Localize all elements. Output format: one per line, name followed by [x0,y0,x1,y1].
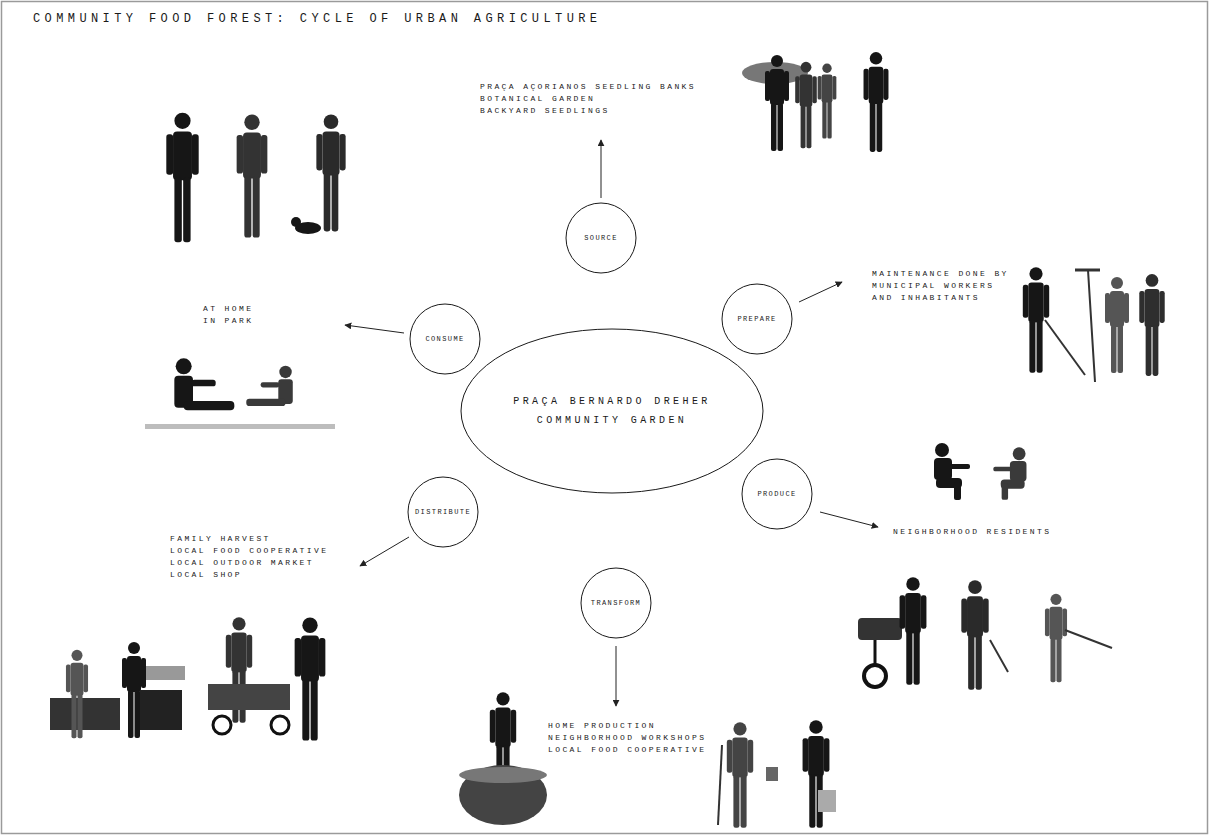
vendor-cart [213,716,231,734]
note-label: FAMILY HARVEST [170,533,271,545]
note-label: NEIGHBORHOOD WORKSHOPS [548,732,706,744]
person-figure [237,115,268,238]
note-label: MAINTENANCE DONE BY MUNICIPAL WORKERS AN… [872,268,1017,304]
stage-label: PREPARE [737,315,776,323]
stage-label: CONSUME [425,335,464,343]
person-figure [295,618,326,741]
person-figure [1139,274,1164,376]
broom-tool [718,745,722,825]
stage-label: DISTRIBUTE [415,508,471,516]
person-figure [818,64,837,139]
circle-shape [408,477,478,547]
hoe-tool [990,640,1008,672]
stage-label: PRODUCE [757,490,796,498]
person-figure [993,447,1026,499]
stage-label: SOURCE [584,234,618,242]
shopping-bag [818,790,836,812]
note-label: BOTANICAL GARDEN [480,93,595,105]
leader-arrows [345,140,878,706]
hub-label: PRAÇA BERNARDO DREHER COMMUNITY GARDEN [510,392,715,430]
leader-arrow [360,537,409,566]
circle-shape [410,304,480,374]
wheelbarrow [874,640,877,665]
note-label: AT HOME [203,303,253,315]
note-label: BACKYARD SEEDLINGS [480,105,610,117]
note-label: LOCAL FOOD COOPERATIVE [170,545,328,557]
stage-circle: TRANSFORM [580,567,652,639]
bucket [766,767,778,781]
hub-ellipse: PRAÇA BERNARDO DREHER COMMUNITY GARDEN [460,328,764,494]
stage-circle: DISTRIBUTE [407,476,479,548]
ellipse-shape [461,329,763,493]
leader-arrow [601,140,602,198]
person-figure [765,55,789,151]
circle-shape [566,203,636,273]
vendor-cart [208,684,290,710]
person-figure [1045,594,1067,682]
person-figure [1105,277,1129,373]
person-figure [316,114,345,231]
stage-circle: SOURCE [565,202,637,274]
stage-circle: CONSUME [409,303,481,375]
market-crate [50,698,120,730]
person-figure [246,366,293,406]
person-figure [174,358,234,410]
person-figure [900,577,927,685]
basket [459,767,547,783]
person-figure [166,113,198,243]
note-label: PRAÇA AÇORIANOS SEEDLING BANKS [480,81,696,93]
people-figures [50,52,1165,828]
note-label: NEIGHBORHOOD RESIDENTS [893,526,1051,538]
person-figure [961,580,988,689]
diagram-title: COMMUNITY FOOD FOREST: CYCLE OF URBAN AG… [33,12,601,26]
person-figure [934,443,970,500]
note-label: LOCAL FOOD COOPERATIVE [548,744,706,756]
leader-arrow [345,325,404,333]
circle-shape [581,568,651,638]
circle-shape [742,459,812,529]
person-figure [727,722,753,828]
person-figure [66,650,88,738]
leader-arrow [616,646,617,706]
circle-shape [722,284,792,354]
note-label: HOME PRODUCTION [548,720,656,732]
note-label: LOCAL SHOP [170,569,242,581]
note-label: IN PARK [203,315,253,327]
person-figure [795,62,817,148]
person-figure [864,52,889,152]
market-crate [140,690,182,730]
rake-tool [1088,270,1095,382]
stage-label: TRANSFORM [591,599,641,607]
rake-tool [1045,320,1085,375]
market-stall [140,666,185,680]
note-label: LOCAL OUTDOOR MARKET [170,557,314,569]
rake-tool [1075,269,1100,272]
stage-circle: PRODUCE [741,458,813,530]
blanket [145,424,335,429]
vendor-cart [271,716,289,734]
leader-arrow [799,282,842,302]
wheelbarrow [864,665,886,687]
stage-circle: PREPARE [721,283,793,355]
hoe-tool [1065,630,1112,648]
wheelbarrow [858,618,902,640]
dog-figure [291,217,301,227]
basket [459,765,547,825]
ellipse-outline [460,328,764,494]
leader-arrow [820,512,878,527]
